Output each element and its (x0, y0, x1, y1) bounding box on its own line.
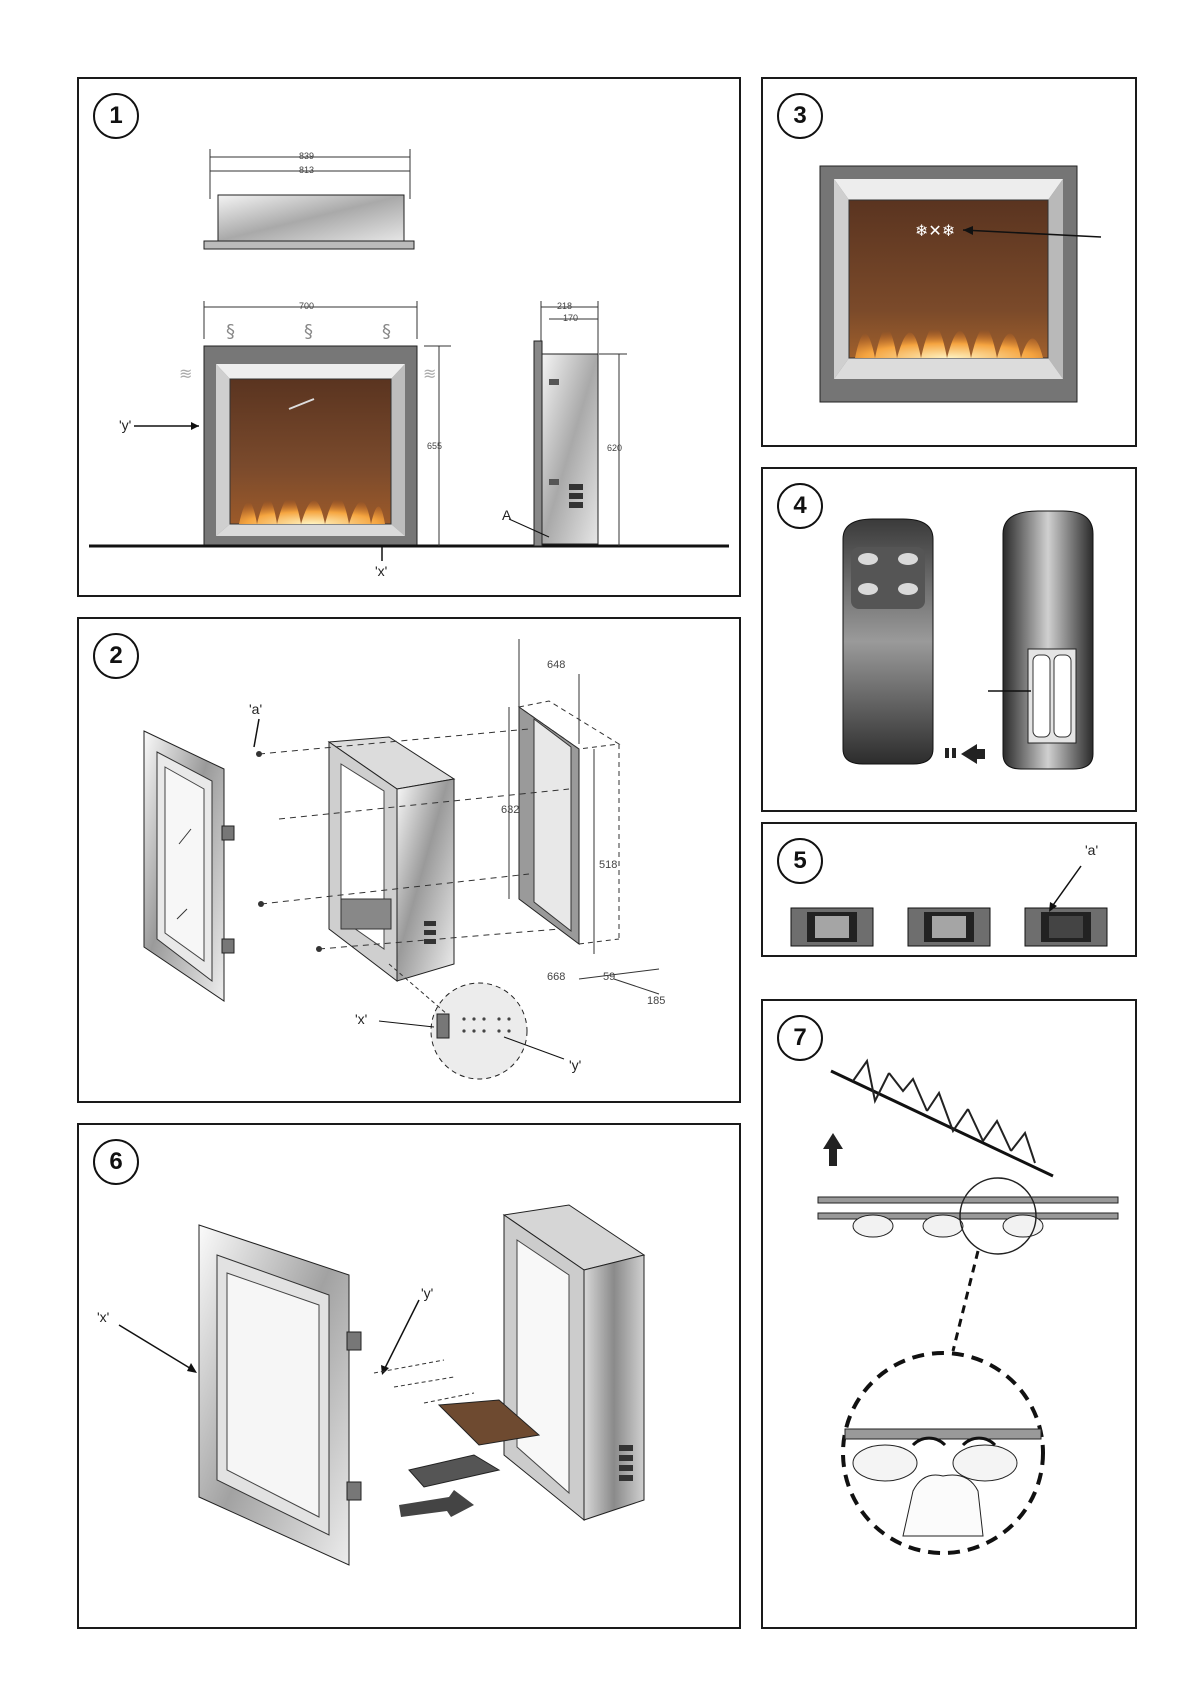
side-view (508, 301, 627, 547)
switch-1 (790, 907, 874, 947)
label-y: 'y' (119, 417, 132, 433)
step-number-6: 6 (93, 1139, 139, 1185)
front-frame (143, 730, 235, 1002)
label-a: 'a' (249, 701, 263, 717)
front-frame (118, 1224, 362, 1566)
dim-518: 518 (599, 859, 618, 871)
panel-6-disassembly: 6 (77, 1123, 741, 1629)
fireplace-front-view: ❄✕❄ (819, 165, 1102, 403)
panel-4-remote-control: 4 (761, 467, 1137, 812)
dim-depth-outer: 218 (557, 301, 573, 311)
dim-width: 700 (299, 301, 315, 311)
bulb-replacement-drawing (817, 1058, 1119, 1555)
switch-2 (907, 907, 991, 947)
dim-668: 668 (547, 971, 566, 983)
label-y: 'y' (569, 1057, 582, 1073)
fixing-screws (258, 728, 570, 950)
dim-top-outer: 839 (299, 151, 315, 161)
remote-back (988, 510, 1094, 770)
label-x: 'x' (375, 563, 388, 579)
step-number-1: 1 (93, 93, 139, 139)
dim-185: 185 (647, 995, 666, 1007)
wall-recess-box (508, 639, 660, 995)
dim-632: 632 (501, 804, 520, 816)
panel-5-switches: 5 'a' (761, 822, 1137, 957)
svg-text:§: § (382, 321, 391, 342)
firebox-unit (327, 736, 456, 983)
remote-front (842, 518, 934, 765)
exploded-installation-drawing (143, 639, 660, 1080)
bulb-rail (817, 1196, 1119, 1238)
dim-side-height: 620 (607, 443, 623, 453)
panel-3-flame-effect: 3 ❄✕❄ (761, 77, 1137, 447)
svg-text:≋: ≋ (179, 364, 192, 383)
step-number-4: 4 (777, 483, 823, 529)
flame-effect-rod (823, 1058, 1054, 1178)
slide-arrow (945, 744, 985, 764)
sparkle-icon: ❄✕❄ (915, 221, 955, 240)
dim-top-inner: 813 (299, 165, 315, 175)
label-x: 'x' (355, 1011, 368, 1027)
step-number-7: 7 (777, 1015, 823, 1061)
fireplace-dimension-drawing: § § § ≋ ≋ (89, 149, 729, 561)
label-y: 'y' (421, 1285, 434, 1301)
detail-magnifier (378, 963, 565, 1080)
bulb-detail (841, 1351, 1045, 1555)
panel-2-installation: 2 (77, 617, 741, 1103)
step-number-2: 2 (93, 633, 139, 679)
remote-control-drawing (842, 510, 1094, 770)
label-x: 'x' (97, 1309, 110, 1325)
step-number-3: 3 (777, 93, 823, 139)
dim-height: 655 (427, 441, 443, 451)
dim-648: 648 (547, 659, 566, 671)
svg-text:§: § (304, 321, 313, 342)
panel-1-dimensions: 1 § § § (77, 77, 741, 597)
firebox-unit (373, 1204, 646, 1522)
svg-text:≋: ≋ (423, 364, 436, 383)
rocker-switches-drawing (790, 865, 1108, 947)
front-view: § § § ≋ ≋ (89, 301, 729, 561)
svg-text:§: § (226, 321, 235, 342)
dim-59: 59 (603, 971, 616, 983)
disassembly-drawing (118, 1204, 646, 1566)
switch-3 (1024, 907, 1108, 947)
dim-depth-inner: 170 (563, 313, 579, 323)
panel-7-bulb-replacement: 7 (761, 999, 1137, 1629)
top-view (203, 149, 415, 250)
step-number-5: 5 (777, 838, 823, 884)
label-a: 'a' (1085, 842, 1099, 858)
label-a: A (502, 507, 512, 523)
